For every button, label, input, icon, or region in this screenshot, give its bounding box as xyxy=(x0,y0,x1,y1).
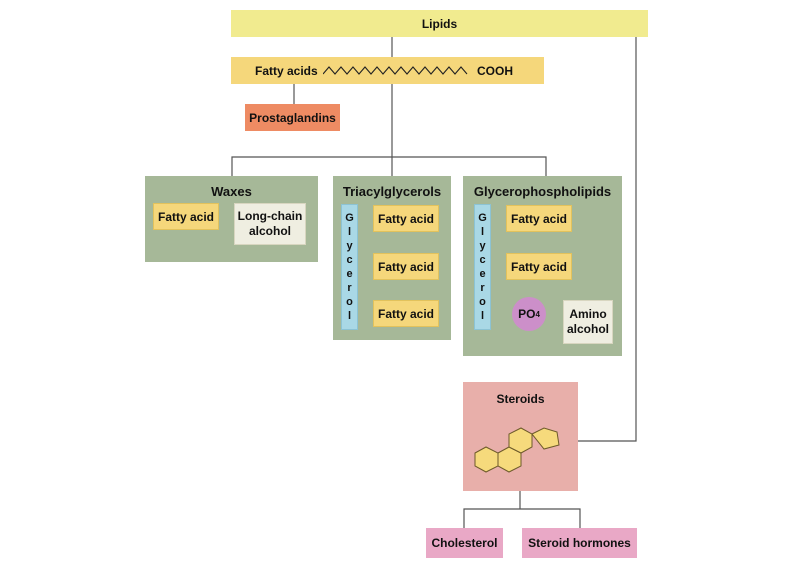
amino-alcohol-label: Amino alcohol xyxy=(566,307,609,336)
glycerol-letter: y xyxy=(479,240,486,252)
steroid-rings-icon xyxy=(474,427,560,473)
lipids-bar: Lipids xyxy=(231,10,648,37)
triacylglycerols-title: Triacylglycerols xyxy=(342,184,442,199)
glycerophospholipids-title: Glycerophospholipids xyxy=(473,184,612,199)
fatty-acids-bar: Fatty acids COOH xyxy=(231,57,544,84)
triacyl-fatty-acid-2: Fatty acid xyxy=(373,253,439,280)
glycerol-letter: e xyxy=(346,268,353,280)
connector-branch-horizontal xyxy=(231,156,547,176)
steroid-hormones-label: Steroid hormones xyxy=(528,536,631,550)
cholesterol-box: Cholesterol xyxy=(426,528,503,558)
glycerol-letter: r xyxy=(480,282,485,294)
connector-lipids-steroids xyxy=(578,37,637,442)
gp-fatty-acid-label: Fatty acid xyxy=(510,211,567,226)
glycerol-letter: r xyxy=(347,282,352,294)
glycerol-letter: l xyxy=(347,310,352,322)
steroids-title: Steroids xyxy=(496,392,545,406)
glycerol-letter: l xyxy=(347,226,352,238)
fatty-acids-label: Fatty acids xyxy=(255,63,318,78)
connector-steroids-leaves xyxy=(463,508,581,528)
glycerol-letter: o xyxy=(479,296,486,308)
triacyl-fatty-acid-1: Fatty acid xyxy=(373,205,439,232)
lipids-label: Lipids xyxy=(421,16,458,31)
gp-fatty-acid-2: Fatty acid xyxy=(506,253,572,280)
triacyl-fatty-acid-label: Fatty acid xyxy=(377,306,434,321)
steroid-hormones-box: Steroid hormones xyxy=(522,528,637,558)
cholesterol-label: Cholesterol xyxy=(431,536,498,550)
glycerophospholipids-panel: Glycerophospholipids G l y c e r o l Fat… xyxy=(463,176,622,356)
amino-alcohol-box: Amino alcohol xyxy=(563,300,613,344)
glycerol-letter: G xyxy=(345,212,354,224)
triacyl-fatty-acid-label: Fatty acid xyxy=(377,259,434,274)
gp-fatty-acid-label: Fatty acid xyxy=(510,259,567,274)
steroids-panel: Steroids xyxy=(463,382,578,491)
phosphate-label: PO xyxy=(518,307,536,321)
prostaglandins-box: Prostaglandins xyxy=(245,104,340,131)
waxes-fatty-acid-label: Fatty acid xyxy=(157,209,214,224)
glycerol-letter: l xyxy=(480,310,485,322)
gp-glycerol-backbone: G l y c e r o l xyxy=(474,204,491,330)
waxes-title: Waxes xyxy=(211,184,252,199)
phosphate-subscript: 4 xyxy=(535,309,540,319)
glycerol-letter: c xyxy=(479,254,486,266)
glycerol-letter: y xyxy=(346,240,353,252)
long-chain-alcohol-box: Long-chain alcohol xyxy=(234,203,306,245)
triacyl-fatty-acid-3: Fatty acid xyxy=(373,300,439,327)
gp-glycerol-letters: G l y c e r o l xyxy=(475,205,490,329)
waxes-fatty-acid: Fatty acid xyxy=(153,203,219,230)
triacyl-glycerol-backbone: G l y c e r o l xyxy=(341,204,358,330)
prostaglandins-label: Prostaglandins xyxy=(249,110,336,125)
triacyl-glycerol-letters: G l y c e r o l xyxy=(342,205,357,329)
gp-fatty-acid-1: Fatty acid xyxy=(506,205,572,232)
triacylglycerols-panel: Triacylglycerols G l y c e r o l Fatty a… xyxy=(333,176,451,340)
glycerol-letter: c xyxy=(346,254,353,266)
glycerol-letter: G xyxy=(478,212,487,224)
long-chain-alcohol-label: Long-chain alcohol xyxy=(237,209,303,238)
glycerol-letter: e xyxy=(479,268,486,280)
waxes-panel: Waxes Fatty acid Long-chain alcohol xyxy=(145,176,318,262)
cooh-label: COOH xyxy=(477,63,513,78)
hydrocarbon-chain-icon xyxy=(323,66,468,75)
glycerol-letter: l xyxy=(480,226,485,238)
glycerol-letter: o xyxy=(346,296,353,308)
triacyl-fatty-acid-label: Fatty acid xyxy=(377,211,434,226)
